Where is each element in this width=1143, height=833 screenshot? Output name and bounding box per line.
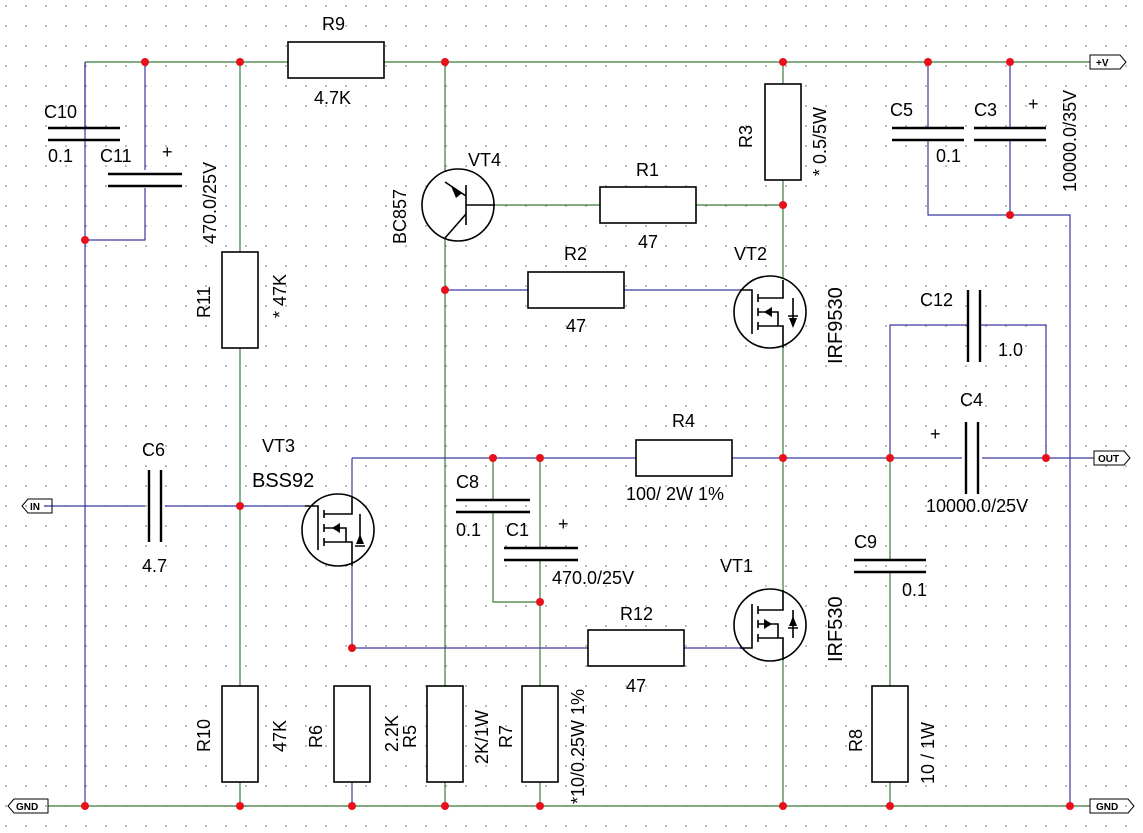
label-vt4-value: BC857	[390, 189, 410, 244]
label-r7-value: *10/0.25W 1%	[568, 689, 588, 804]
label-c1-value: 470.0/25V	[552, 568, 634, 588]
capacitor-c8	[456, 498, 530, 514]
label-c8-ref: C8	[456, 472, 479, 492]
port-gnd-left: GND	[7, 798, 49, 814]
label-c5-value: 0.1	[936, 146, 961, 166]
label-vt2-ref: VT2	[734, 244, 767, 264]
label-c9-value: 0.1	[902, 580, 927, 600]
port-vplus: +V	[1089, 54, 1127, 70]
label-c10-value: 0.1	[48, 146, 73, 166]
transistor-vt2	[733, 275, 807, 349]
label-r12-ref: R12	[620, 604, 653, 624]
label-c6-ref: C6	[142, 440, 165, 460]
polarity-marks: + + + +	[162, 94, 1039, 534]
resistor-r12	[587, 629, 685, 667]
label-c1-ref: C1	[506, 520, 529, 540]
capacitor-c6	[147, 470, 163, 542]
transistor-vt4	[421, 168, 495, 242]
label-r9-ref: R9	[322, 14, 345, 34]
label-vt1-ref: VT1	[720, 556, 753, 576]
resistor-r9	[287, 41, 385, 79]
label-r3-ref: R3	[736, 125, 756, 148]
svg-text:IN: IN	[30, 502, 40, 513]
resistor-r7	[521, 685, 559, 783]
label-c11-value: 470.0/25V	[200, 162, 220, 244]
capacitor-c3	[974, 126, 1046, 142]
capacitors	[48, 126, 1046, 574]
label-vt4-ref: VT4	[468, 150, 501, 170]
resistor-r10	[221, 685, 259, 783]
capacitor-c11	[108, 172, 182, 188]
svg-text:GND: GND	[1096, 802, 1118, 813]
label-c11-ref: C11	[100, 146, 132, 166]
port-in: IN	[21, 498, 53, 514]
resistor-r6	[333, 685, 371, 783]
label-vt1-value: IRF530	[825, 596, 847, 662]
label-c6-value: 4.7	[142, 556, 167, 576]
port-gnd-right: GND	[1089, 798, 1135, 814]
polarity-mark-c4: +	[930, 424, 941, 444]
capacitor-c12	[966, 290, 982, 362]
label-r11-value: * 47K	[270, 274, 290, 318]
label-c4-value: 10000.0/25V	[926, 496, 1028, 516]
label-vt3-value: BSS92	[252, 470, 314, 492]
label-r8-ref: R8	[846, 729, 866, 752]
label-c8-value: 0.1	[456, 520, 481, 540]
resistor-r3	[764, 83, 802, 181]
label-r7-ref: R7	[496, 725, 516, 748]
svg-text:GND: GND	[16, 802, 38, 813]
label-c3-ref: C3	[974, 100, 997, 120]
label-r6-value: 2.2K	[382, 715, 402, 752]
label-c12-value: 1.0	[998, 340, 1023, 360]
capacitor-c4	[964, 422, 980, 494]
resistor-r5	[426, 685, 464, 783]
label-r2-value: 47	[566, 316, 586, 336]
transistor-vt3	[301, 493, 375, 567]
label-vt3-ref: VT3	[262, 436, 295, 456]
label-r1-value: 47	[638, 232, 658, 252]
resistor-r4	[635, 439, 733, 477]
capacitor-c5	[892, 126, 964, 142]
svg-text:+V: +V	[1096, 58, 1109, 69]
resistors	[221, 41, 909, 783]
resistor-r2	[527, 271, 625, 309]
label-c10-ref: C10	[44, 102, 77, 122]
polarity-mark-c3: +	[1028, 94, 1039, 114]
port-out: OUT	[1093, 450, 1131, 466]
transistor-vt1	[733, 588, 807, 662]
resistor-r8	[871, 685, 909, 783]
resistor-r1	[599, 186, 697, 224]
label-r2-ref: R2	[564, 244, 587, 264]
label-c4-ref: C4	[960, 390, 983, 410]
label-c3-value: 10000.0/35V	[1060, 90, 1080, 192]
label-r10-value: 47K	[270, 720, 290, 752]
label-c5-ref: C5	[890, 100, 913, 120]
polarity-mark-c1: +	[558, 514, 569, 534]
label-r1-ref: R1	[636, 160, 659, 180]
labels: R9 4.7K R1 47 R2 47 R4 100/ 2W 1% R12 47…	[44, 14, 1080, 804]
label-vt2-value: IRF9530	[825, 287, 847, 364]
label-r4-value: 100/ 2W 1%	[626, 484, 724, 504]
label-r8-value: 10 / 1W	[918, 722, 938, 784]
label-r3-value: * 0.5/5W	[810, 107, 830, 176]
capacitor-c10	[48, 126, 120, 142]
junctions	[81, 58, 1074, 810]
label-r5-ref: R5	[400, 725, 420, 748]
svg-text:OUT: OUT	[1098, 454, 1119, 465]
label-r12-value: 47	[626, 676, 646, 696]
label-r10-ref: R10	[194, 719, 214, 752]
wires	[44, 61, 1094, 807]
label-r11-ref: R11	[194, 286, 214, 318]
label-c9-ref: C9	[854, 532, 877, 552]
polarity-mark-c11: +	[162, 142, 173, 162]
label-r5-value: 2K/1W	[472, 710, 492, 764]
label-r4-ref: R4	[672, 411, 695, 431]
capacitor-c1	[504, 546, 578, 562]
label-r6-ref: R6	[306, 725, 326, 748]
label-c12-ref: C12	[920, 290, 953, 310]
capacitor-c9	[854, 558, 926, 574]
label-r9-value: 4.7K	[314, 88, 351, 108]
resistor-r11	[221, 251, 259, 349]
